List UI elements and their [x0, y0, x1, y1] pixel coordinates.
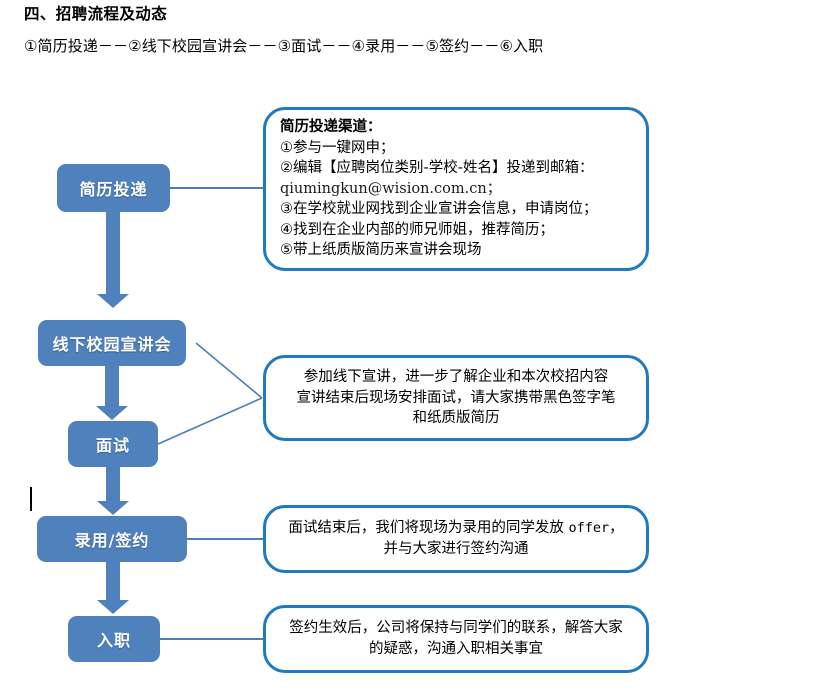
callout-resume-channels-line-2: ②编辑【应聘岗位类别-学校-姓名】投递到邮箱： — [280, 160, 594, 177]
flow-arrow-campus-talk-to-interview — [96, 366, 128, 420]
flow-node-campus-talk[interactable]: 线下校园宣讲会 — [38, 320, 186, 366]
callout-campus-talk-detail-line-2: 宣讲结束后现场安排面试，请大家携带黑色签字笔 — [296, 389, 616, 406]
connector-interview-to-callout — [157, 397, 263, 445]
callout-resume-channels-line-1: ①参与一键网申； — [280, 139, 395, 156]
flow-node-onboard-label: 入职 — [96, 631, 131, 650]
connector-onboard-to-callout — [160, 638, 265, 640]
flow-arrow-offer-to-onboard — [97, 562, 129, 614]
connector-resume-to-callout — [170, 187, 265, 189]
callout-resume-channels-line-6: ⑤带上纸质版简历来宣讲会现场 — [280, 242, 482, 259]
callout-campus-talk-detail-body: 参加线下宣讲，进一步了解企业和本次校招内容 宣讲结束后现场安排面试，请大家携带黑… — [266, 367, 646, 429]
callout-campus-talk-detail-line-1: 参加线下宣讲，进一步了解企业和本次校招内容 — [303, 369, 609, 386]
callout-offer-detail-body: 面试结束后，我们将现场为录用的同学发放 offer， 并与大家进行签约沟通 — [266, 518, 646, 559]
callout-onboard-detail: 签约生效后，公司将保持与同学们的联系，解答大家 的疑惑，沟通入职相关事宜 — [263, 605, 649, 673]
callout-campus-talk-detail: 参加线下宣讲，进一步了解企业和本次校招内容 宣讲结束后现场安排面试，请大家携带黑… — [263, 355, 649, 441]
flow-arrow-resume-to-campus-talk — [97, 212, 129, 308]
callout-offer-detail: 面试结束后，我们将现场为录用的同学发放 offer， 并与大家进行签约沟通 — [263, 505, 649, 573]
section-heading: 四、招聘流程及动态 — [24, 5, 168, 23]
process-summary-line: ①简历投递－－②线下校园宣讲会－－③面试－－④录用－－⑤签约－－⑥入职 — [24, 37, 544, 55]
flow-node-offer-sign[interactable]: 录用/签约 — [37, 516, 187, 562]
flow-node-interview[interactable]: 面试 — [68, 421, 158, 467]
callout-resume-channels-line-5: ④找到在企业内部的师兄师姐，推荐简历； — [280, 221, 554, 238]
flow-node-onboard[interactable]: 入职 — [68, 616, 160, 662]
connector-offer-to-callout — [187, 538, 265, 540]
flow-node-campus-talk-label: 线下校园宣讲会 — [52, 335, 172, 354]
flow-node-offer-sign-label: 录用/签约 — [74, 531, 150, 550]
callout-onboard-detail-line-1: 签约生效后，公司将保持与同学们的联系，解答大家 — [289, 620, 623, 637]
callout-offer-detail-line-1: 面试结束后，我们将现场为录用的同学发放 offer， — [288, 520, 624, 537]
text-cursor-caret — [30, 487, 32, 511]
callout-offer-detail-line-2: 并与大家进行签约沟通 — [383, 541, 529, 557]
callout-resume-channels-email: qiumingkun@wision.com.cn； — [280, 180, 502, 197]
flow-arrow-interview-to-offer — [97, 467, 129, 515]
callout-resume-channels-body: 简历投递渠道： ①参与一键网申； ②编辑【应聘岗位类别-学校-姓名】投递到邮箱：… — [266, 117, 646, 261]
flow-node-resume[interactable]: 简历投递 — [57, 164, 170, 212]
flow-node-resume-label: 简历投递 — [79, 180, 148, 199]
callout-onboard-detail-body: 签约生效后，公司将保持与同学们的联系，解答大家 的疑惑，沟通入职相关事宜 — [266, 618, 646, 659]
callout-onboard-detail-line-2: 的疑惑，沟通入职相关事宜 — [369, 641, 543, 657]
callout-resume-channels-line-4: ③在学校就业网找到企业宣讲会信息，申请岗位； — [280, 201, 598, 218]
connector-campus-talk-to-callout — [195, 342, 263, 399]
offer-keyword: offer — [568, 520, 610, 537]
callout-campus-talk-detail-line-3: 和纸质版简历 — [412, 410, 500, 427]
flow-node-interview-label: 面试 — [95, 436, 130, 455]
callout-resume-channels-title: 简历投递渠道： — [280, 118, 382, 135]
callout-resume-channels: 简历投递渠道： ①参与一键网申； ②编辑【应聘岗位类别-学校-姓名】投递到邮箱：… — [263, 107, 649, 271]
